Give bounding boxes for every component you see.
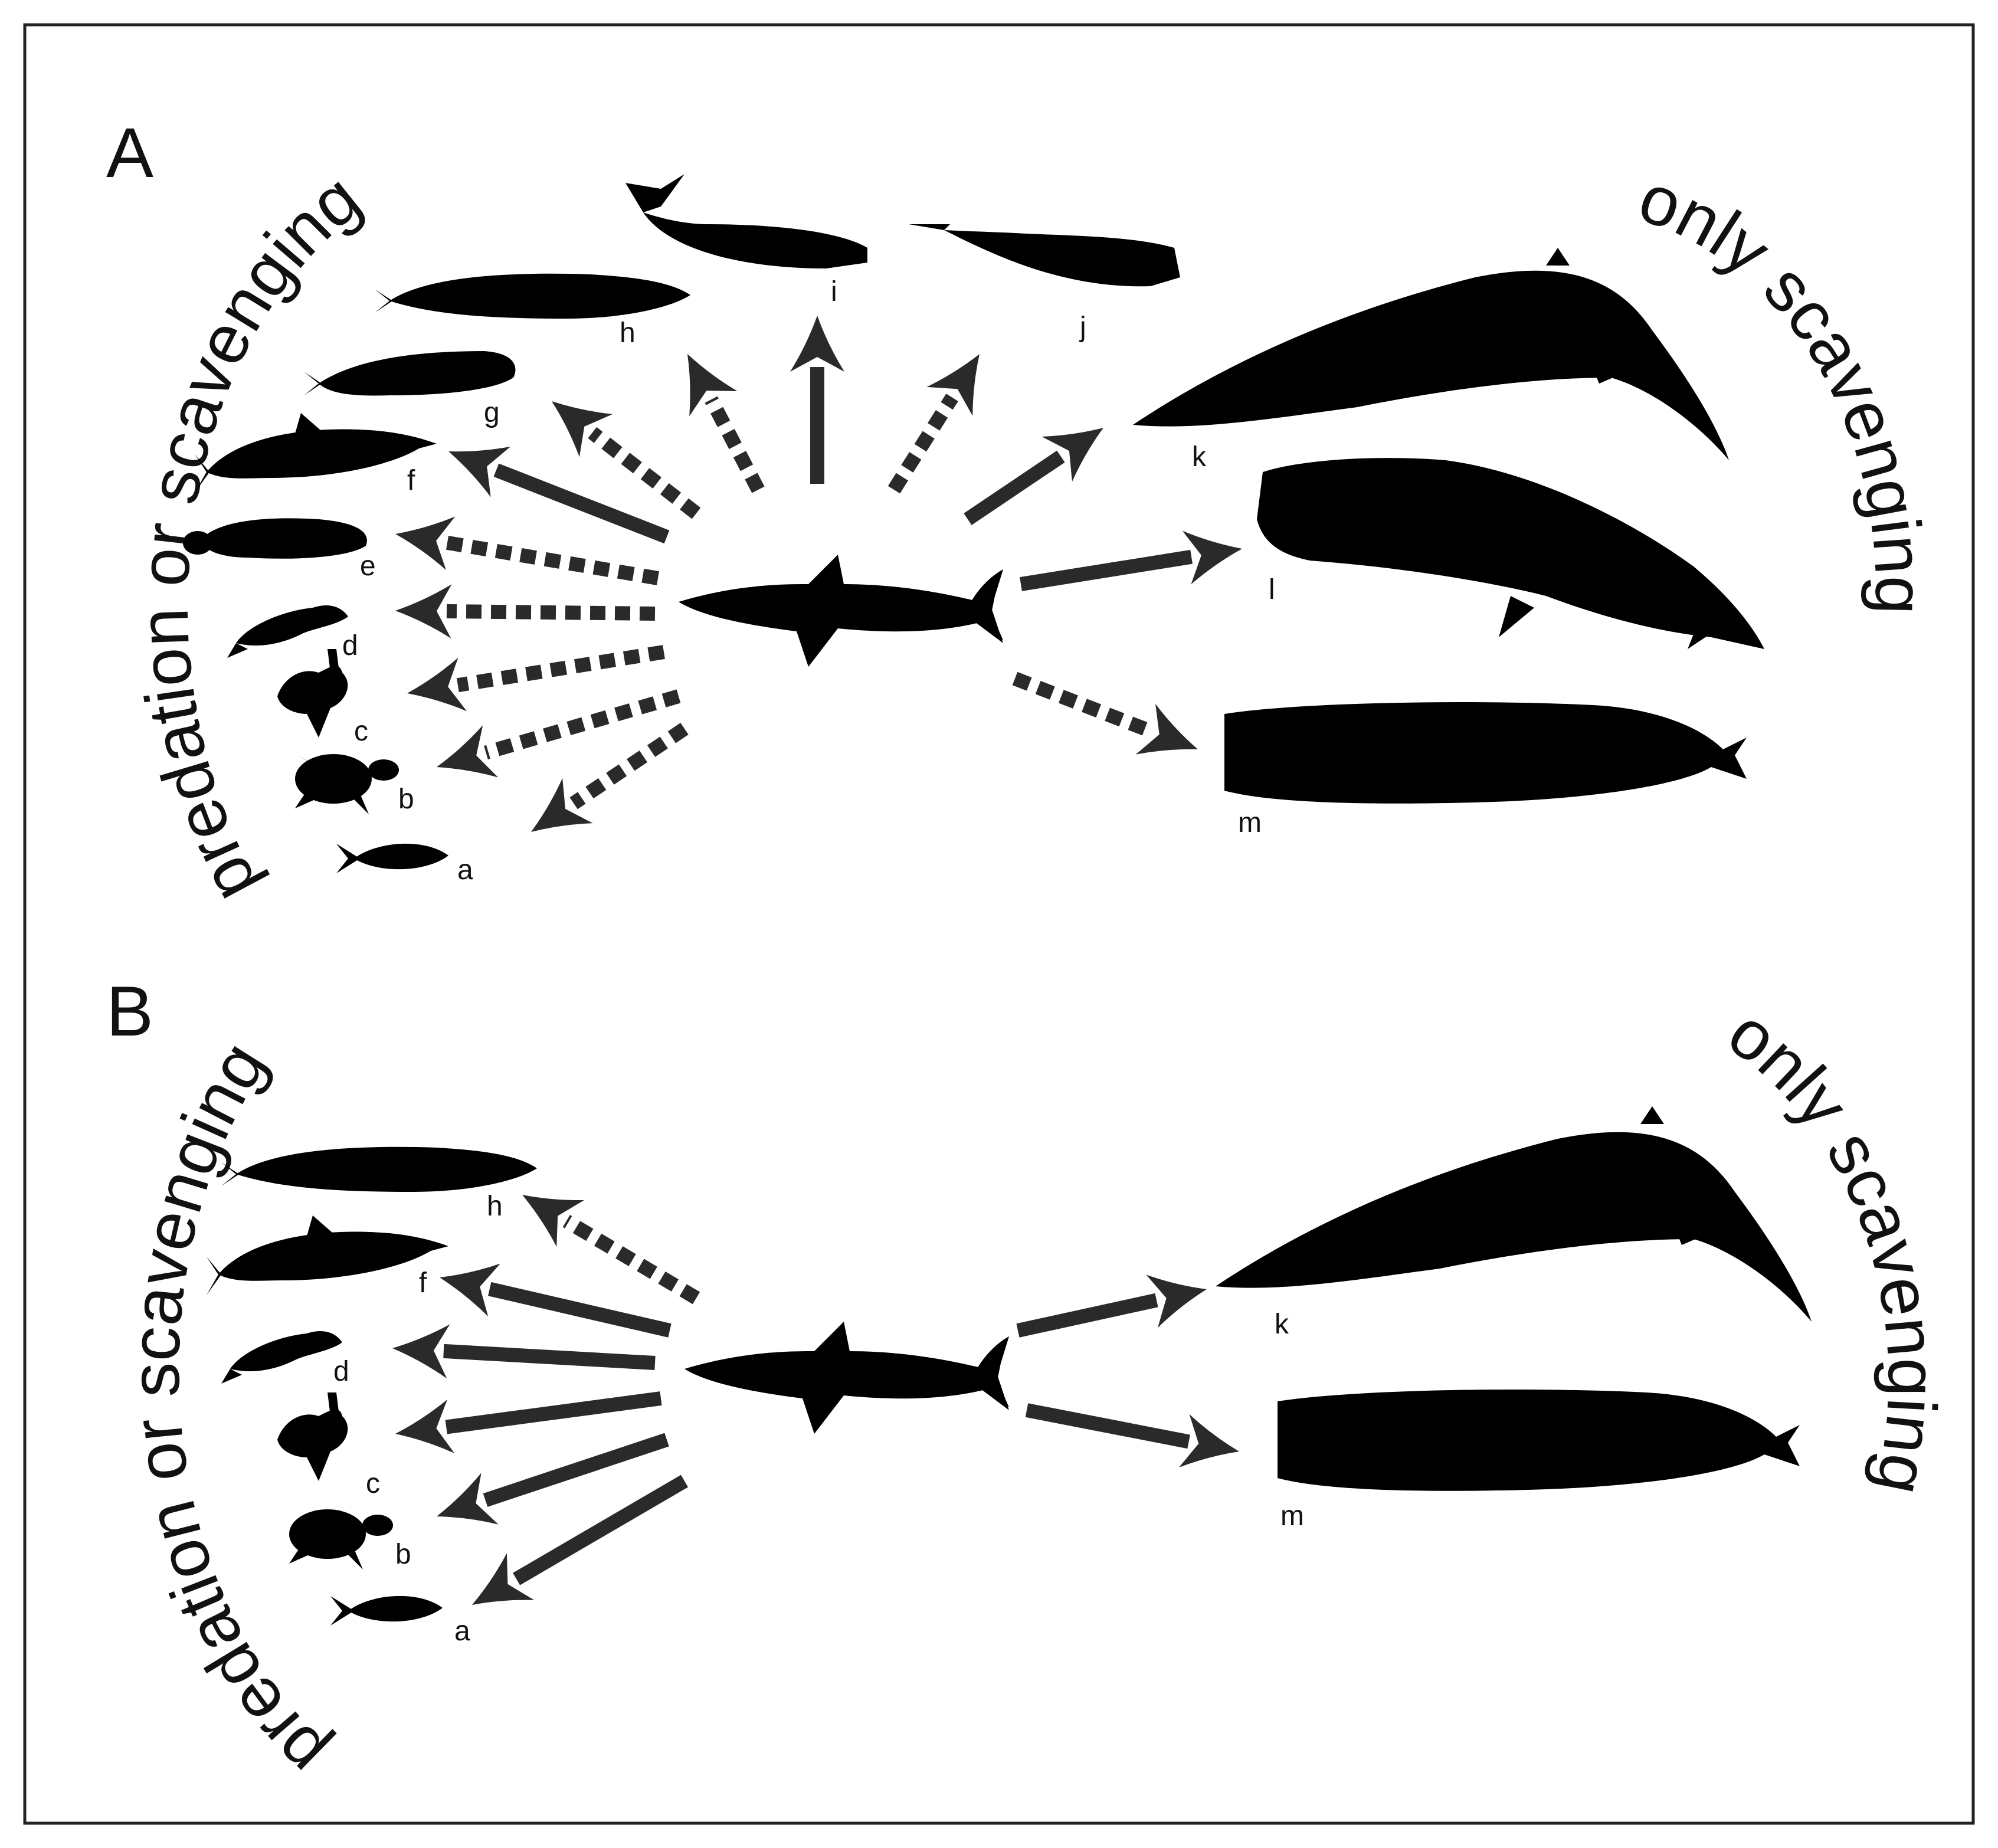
arrow-head-k: [1041, 428, 1103, 482]
left-caption: predation or scavenging: [116, 1028, 341, 1791]
arrow-head-a: [531, 778, 593, 832]
arrow-shaft-j: [887, 394, 958, 494]
shark-silhouette: [679, 555, 1003, 667]
arrows-panel-b: [392, 1195, 1239, 1605]
animal-a-fish: [336, 843, 448, 873]
panel-a: A predation or scavenging only scavengin…: [106, 113, 1938, 915]
arrow-shaft-c: [445, 1391, 662, 1434]
arrow-shaft-b: [484, 689, 681, 760]
arrow-head-i: [790, 316, 844, 372]
label-f: f: [407, 465, 415, 496]
arrow-shaft-b: [483, 1433, 669, 1507]
arrow-head-f: [448, 446, 511, 497]
arrow-head-h: [687, 354, 738, 417]
label-h: h: [487, 1191, 503, 1222]
arrow-shaft-d: [443, 1344, 656, 1370]
arrow-head-g: [552, 401, 613, 457]
animal-l-whale: [1257, 458, 1764, 649]
label-a: a: [457, 854, 473, 886]
label-d: d: [333, 1356, 349, 1387]
arrow-head-b: [437, 1473, 499, 1525]
arrow-head-a: [472, 1553, 535, 1605]
arrow-head-b: [437, 725, 499, 778]
animal-b-turtle: [295, 754, 399, 814]
label-i: i: [831, 276, 837, 307]
arrow-shaft-f: [493, 463, 670, 544]
label-m: m: [1280, 1500, 1304, 1532]
label-m: m: [1238, 807, 1262, 838]
animal-f-dolphin: [207, 1215, 448, 1295]
arrow-shaft-d: [446, 604, 656, 621]
animal-d-seal: [221, 1331, 342, 1384]
arrow-shaft-k: [964, 450, 1065, 525]
label-l: l: [1269, 574, 1275, 605]
animal-k-whale: [1216, 1106, 1812, 1322]
animal-m-whale: [1278, 1390, 1800, 1491]
animal-e-manatee: [183, 518, 367, 559]
left-caption-path: predation or scavenging: [116, 1028, 341, 1791]
animal-i-whale: [625, 174, 867, 268]
label-g: g: [484, 397, 500, 428]
label-j: j: [1079, 312, 1086, 343]
arrow-head-h: [522, 1195, 585, 1247]
arrow-head-d: [392, 1324, 450, 1379]
panel-letter: B: [106, 972, 153, 1051]
label-c: c: [366, 1468, 380, 1499]
label-f: f: [419, 1267, 427, 1299]
arrow-head-j: [926, 354, 980, 416]
animal-h-whale: [375, 273, 690, 319]
animal-h-whale: [221, 1146, 537, 1192]
label-e: e: [360, 551, 376, 582]
arrow-shaft-h: [562, 1215, 700, 1305]
panel-b: B predation or scavenging only scavengin…: [106, 972, 1951, 1791]
label-b: b: [398, 784, 414, 815]
animal-k-whale: [1133, 248, 1729, 460]
animal-b-turtle: [289, 1509, 393, 1570]
animal-c-bird: [277, 1392, 348, 1481]
animal-m-whale: [1224, 702, 1747, 804]
arrow-shaft-k: [1016, 1293, 1158, 1338]
arrow-shaft-g: [588, 427, 701, 519]
animal-j-humpback: [909, 224, 1180, 287]
arrow-shaft-h: [705, 396, 765, 493]
label-k: k: [1275, 1309, 1289, 1340]
arrow-shaft-f: [488, 1282, 672, 1338]
label-h: h: [620, 317, 636, 349]
animal-c-bird: [277, 649, 348, 738]
arrow-head-d: [395, 584, 452, 639]
animal-g-whale: [304, 351, 516, 396]
shark-silhouette: [684, 1322, 1009, 1434]
label-a: a: [454, 1616, 470, 1647]
animal-f-dolphin: [195, 413, 437, 493]
arrow-shaft-m: [1012, 671, 1153, 738]
panel-letter: A: [106, 113, 153, 192]
figure-border: [23, 23, 1975, 1825]
label-k: k: [1192, 441, 1207, 473]
arrow-head-c: [407, 657, 467, 712]
arrow-head-m: [1135, 703, 1198, 755]
arrow-shaft-a: [569, 723, 689, 810]
arrow-head-l: [1182, 530, 1242, 585]
arrows-panel-a: [395, 316, 1242, 832]
arrow-shaft-c: [456, 645, 665, 693]
label-b: b: [395, 1539, 411, 1570]
arrow-head-c: [395, 1399, 455, 1454]
arrow-head-m: [1178, 1414, 1239, 1468]
animal-a-fish: [330, 1595, 443, 1626]
arrow-shaft-a: [513, 1475, 689, 1585]
arrow-shaft-l: [1020, 549, 1193, 591]
arrow-head-e: [395, 516, 456, 571]
arrow-head-f: [440, 1263, 500, 1317]
animal-d-seal: [227, 605, 348, 658]
label-c: c: [354, 716, 368, 747]
arrow-shaft-e: [444, 535, 659, 585]
arrow-shaft-m: [1025, 1403, 1190, 1449]
label-d: d: [342, 630, 358, 661]
arrow-head-k: [1146, 1274, 1207, 1328]
